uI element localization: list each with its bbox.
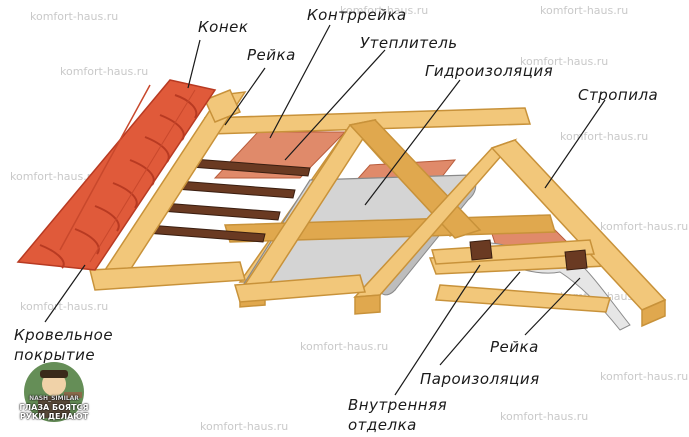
label-kontrreika: Контррейка [307, 6, 407, 24]
ridge-beam [203, 89, 242, 123]
watermark: komfort-haus.ru [600, 220, 688, 233]
label-krovelnoe-line1: Кровельное [14, 326, 113, 344]
watermark: komfort-haus.ru [560, 130, 648, 143]
watermark: komfort-haus.ru [300, 340, 388, 353]
label-konek: Конек [198, 18, 248, 36]
watermark: komfort-haus.ru [340, 4, 428, 17]
label-uteplitel: Утеплитель [360, 34, 458, 52]
roof-tiles [16, 79, 217, 271]
bottom-plates [89, 261, 366, 303]
label-vnutrennyaya-line2: отделка [348, 416, 417, 434]
watermark: komfort-haus.ru [30, 10, 118, 23]
badge-line1: ГЛАЗА БОЯТСЯ [19, 403, 89, 412]
labels: Конек Рейка Контррейка Утеплитель Гидрои… [14, 6, 658, 434]
badge-top-text: NASH_SIMILAR [29, 395, 79, 402]
watermark: komfort-haus.ru [540, 4, 628, 17]
channel-badge-icon [24, 362, 84, 422]
badge-line2: РУКИ ДЕЛАЮТ [19, 412, 89, 421]
watermark: komfort-haus.ru [500, 410, 588, 423]
watermark: komfort-haus.ru [10, 170, 98, 183]
label-krovelnoe-line2: покрытие [14, 346, 95, 364]
watermark: komfort-haus.ru [60, 65, 148, 78]
label-reika-top: Рейка [247, 46, 296, 64]
label-stropila: Стропила [578, 86, 658, 104]
watermarks: komfort-haus.ru komfort-haus.ru komfort-… [10, 4, 688, 433]
battens [132, 157, 311, 243]
watermark: komfort-haus.ru [20, 300, 108, 313]
leader-lines [44, 24, 606, 396]
label-gidroizolyaciya: Гидроизоляция [425, 62, 553, 80]
label-reika-bottom: Рейка [490, 338, 539, 356]
watermark: komfort-haus.ru [600, 370, 688, 383]
label-vnutrennyaya-line1: Внутренняя [348, 396, 447, 414]
gable-rafters [353, 138, 667, 328]
watermark: komfort-haus.ru [520, 55, 608, 68]
watermark: komfort-haus.ru [200, 420, 288, 433]
label-paroizolyaciya: Пароизоляция [420, 370, 540, 388]
